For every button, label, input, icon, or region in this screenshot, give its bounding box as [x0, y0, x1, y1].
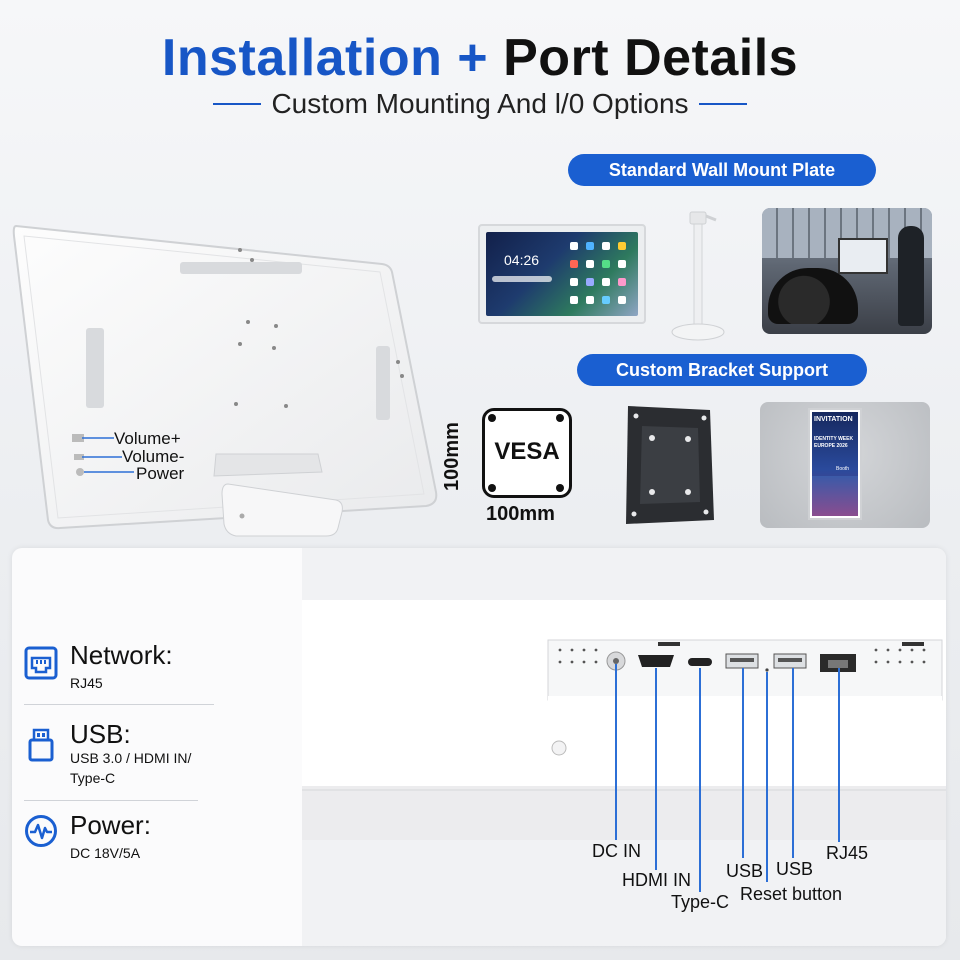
vesa-hole — [556, 414, 564, 422]
port-strip-image — [302, 600, 946, 840]
monitor-back-image — [12, 224, 438, 537]
network-icon — [24, 646, 58, 680]
poster-heading: INVITATION — [814, 416, 853, 423]
person-shape — [898, 226, 924, 326]
type-c-label: Type-C — [671, 892, 730, 912]
reset-leader-line — [766, 672, 768, 882]
power-pulse-icon — [25, 815, 57, 847]
volume-up-label: Volume+ — [114, 429, 181, 448]
subtitle-line-left — [213, 103, 262, 105]
wall-poster-image: INVITATION IDENTITY WEEK EUROPE 2026 Boo… — [760, 402, 930, 528]
subtitle-line-right — [698, 103, 747, 105]
poster-line-2: EUROPE 2026 — [814, 443, 848, 449]
vesa-diagram — [482, 408, 572, 498]
power-label: Power — [136, 464, 185, 483]
vesa-height-label: 100mm — [440, 422, 463, 491]
usb-title: USB: — [70, 719, 131, 749]
rj45-label: RJ45 — [826, 843, 869, 863]
power-desc: DC 18V/5A — [70, 845, 141, 861]
page-subtitle: Custom Mounting And l/0 Options — [271, 88, 689, 119]
usb2-label: USB — [776, 859, 814, 879]
usb-desc-line-2: Type-C — [70, 770, 116, 786]
dc-in-leader-line — [615, 664, 617, 840]
usb1-leader-line — [742, 668, 744, 858]
vesa-hole — [556, 484, 564, 492]
usb-desc-line-1: USB 3.0 / HDMI IN/ — [70, 750, 192, 766]
tablet-search-bar — [492, 276, 552, 282]
network-title: Network: — [70, 640, 173, 670]
title-part-installation: Installation + — [161, 29, 489, 87]
usb2-leader-line — [792, 668, 794, 858]
spec-divider — [24, 704, 214, 705]
subtitle-row: Custom Mounting And l/0 Options — [0, 88, 960, 120]
dc-in-label: DC IN — [592, 841, 641, 861]
poster-booth: Booth — [836, 466, 850, 472]
tablet-app-grid — [570, 242, 634, 308]
tablet-screen: 04:26 — [486, 232, 638, 316]
floor-stand-image — [671, 211, 725, 341]
network-desc: RJ45 — [70, 675, 103, 691]
page-title: Installation + Port Details — [0, 28, 960, 88]
power-title: Power: — [70, 810, 151, 840]
title-part-port-details: Port Details — [503, 29, 799, 87]
vesa-hole — [488, 414, 496, 422]
bracket-pill: Custom Bracket Support — [577, 354, 867, 386]
vesa-mount-plate-image — [626, 406, 714, 524]
poster-line-1: IDENTITY WEEK — [814, 436, 854, 442]
usb1-label: USB — [726, 861, 764, 881]
tablet-clock: 04:26 — [504, 252, 540, 268]
poster-screen: INVITATION IDENTITY WEEK EUROPE 2026 Boo… — [812, 412, 858, 516]
spec-divider — [24, 800, 198, 801]
motorcycle-shape — [768, 268, 858, 324]
vesa-hole — [488, 484, 496, 492]
showroom-image — [762, 208, 932, 334]
hdmi-in-label: HDMI IN — [622, 870, 691, 890]
poster-frame: INVITATION IDENTITY WEEK EUROPE 2026 Boo… — [808, 408, 862, 520]
type-c-leader-line — [699, 668, 701, 892]
tablet-image: 04:26 — [478, 224, 646, 324]
poster-building — [812, 476, 858, 516]
vesa-width-label: 100mm — [486, 503, 555, 525]
reset-button-label: Reset button — [740, 884, 843, 904]
rj45-leader-line — [838, 668, 840, 842]
wall-mount-pill: Standard Wall Mount Plate — [568, 154, 876, 186]
volume-down-label: Volume- — [122, 447, 185, 466]
showroom-kiosk-screen — [838, 238, 888, 274]
vesa-label: VESA — [494, 438, 560, 465]
hdmi-leader-line — [655, 668, 657, 870]
usb-icon — [28, 728, 54, 762]
